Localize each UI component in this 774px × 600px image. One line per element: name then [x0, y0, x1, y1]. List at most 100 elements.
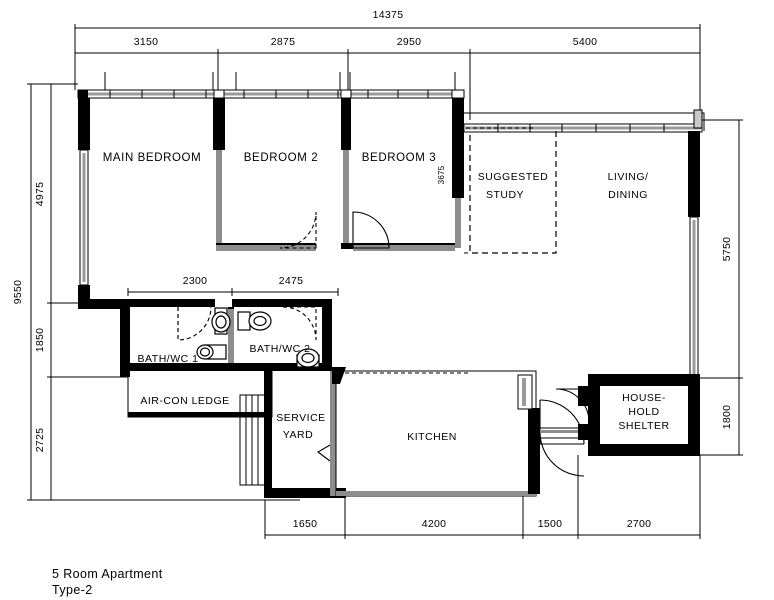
room-label-living-dining-1: LIVING/ — [608, 171, 649, 183]
entrance-door-main-swing — [539, 399, 585, 445]
bedroom2-wall-right-partition — [343, 150, 349, 245]
caption-line-1: 5 Room Apartment — [52, 567, 163, 581]
bedroom3-wall-bottom-edge — [353, 243, 455, 245]
bath2-basin-inner — [301, 352, 315, 364]
middle-dimension-group: 2300 2475 — [127, 275, 339, 296]
aircon-ledge-block — [127, 371, 273, 418]
room-label-service-yard-2: YARD — [283, 429, 313, 441]
bath2-basin-fixture — [296, 348, 320, 368]
room-label-service-yard-1: SERVICE — [276, 412, 325, 424]
service-yard-folding-door — [317, 444, 331, 462]
main-bedroom-wall-right-partition — [216, 150, 222, 245]
room-label-bedroom2: BEDROOM 2 — [244, 152, 318, 164]
bath1-door-swing — [177, 306, 212, 341]
bedroom2-wall-right-top — [341, 98, 351, 150]
entrance-door-lower-swing — [539, 431, 585, 477]
entrance-jamb-upper — [578, 386, 588, 406]
dim-left-seg-1: 1850 — [34, 328, 46, 353]
dim-top-seg-0: 3150 — [134, 36, 159, 48]
bedroom3-wall-right-partition — [455, 198, 461, 248]
dim-top-seg-2: 2950 — [397, 36, 422, 48]
entrance-threshold-fill — [540, 430, 586, 433]
bedroom3-door-swing — [352, 211, 390, 249]
living-ledge-outline — [464, 112, 705, 131]
room-label-suggested-study-2: STUDY — [486, 189, 524, 201]
living-dining-walls — [463, 109, 705, 379]
room-label-main-bedroom: MAIN BEDROOM — [103, 152, 202, 164]
entrance-doors-group — [539, 386, 590, 477]
ledge-bedroom2 — [235, 72, 341, 91]
dim-right-seg-1: 1800 — [721, 405, 733, 430]
bathroom-block — [78, 299, 332, 377]
left-dimension-group: 9550 4975 1850 2725 — [12, 83, 300, 501]
bath1-basin-bowl — [196, 344, 214, 360]
caption-line-2: Type-2 — [52, 583, 93, 597]
top-window-end-left — [78, 90, 88, 98]
top-wall-windows — [77, 89, 465, 99]
room-label-aircon-ledge: AIR-CON LEDGE — [140, 395, 229, 407]
kitchen-corner-hatch — [332, 367, 346, 384]
bath1-basin-inner — [199, 347, 211, 357]
room-label-household-shelter-2: HOLD — [628, 406, 659, 418]
bath2-wall-top — [232, 299, 330, 307]
service-yard-wall-right — [330, 371, 336, 496]
dim-bottom-seg-2: 1500 — [538, 518, 563, 530]
room-label-suggested-study-1: SUGGESTED — [478, 171, 548, 183]
room-label-household-shelter-1: HOUSE- — [622, 392, 666, 404]
bedroom3-wall-bottom — [353, 245, 455, 251]
bath2-cistern — [237, 311, 251, 331]
bath1-wc-fixture — [211, 307, 231, 335]
top-window-break-2 — [340, 89, 352, 99]
bath1-wall-top — [130, 299, 215, 307]
bedroom2-wall-bottom — [216, 245, 316, 251]
dim-bedroom3-depth: 3675 — [437, 165, 446, 184]
bedroom2-jamb-right — [341, 243, 353, 249]
main-bedroom-window-glass — [82, 153, 86, 282]
top-window-glass — [78, 92, 464, 96]
top-window-break-1 — [213, 89, 225, 99]
corridor-wall-top — [78, 299, 130, 309]
corridor-wall-left — [120, 299, 130, 377]
dim-left-seg-2: 2725 — [34, 428, 46, 453]
service-yard-louvre — [239, 394, 267, 486]
bath-wall-bottom — [130, 363, 332, 371]
bath2-door-swing — [282, 306, 317, 341]
kitchen-wall-bottom — [336, 491, 536, 496]
dim-right-leaders — [700, 119, 743, 456]
living-wall-right-thick — [688, 131, 700, 217]
ledge-main-bedroom — [104, 72, 214, 91]
bottom-dimension-group: 1650 4200 1500 2700 — [264, 455, 701, 539]
aircon-ledge-outline — [127, 371, 273, 418]
bedroom2-wall-bottom-edge — [216, 243, 316, 245]
bath-divider-edge — [228, 307, 234, 309]
main-bedroom-walls — [78, 98, 225, 307]
kitchen-block — [332, 367, 540, 497]
room-label-bath-wc1: BATH/WC 1 — [138, 353, 199, 365]
room-label-bath-wc2: BATH/WC 2 — [250, 343, 311, 355]
right-dimension-group: 5750 1800 — [700, 119, 743, 456]
household-shelter-inner — [600, 386, 688, 444]
kitchen-window-right-glass — [522, 378, 526, 406]
room-label-kitchen: KITCHEN — [407, 431, 457, 443]
bath2-toilet-bowl — [248, 311, 272, 331]
dim-top-seg-1: 2875 — [271, 36, 296, 48]
bath-divider-wall — [228, 307, 234, 363]
bedroom2-walls — [216, 98, 353, 251]
bath2-toilet-inner — [253, 315, 267, 327]
household-shelter-block — [588, 374, 700, 456]
bedroom3-walls — [352, 98, 464, 251]
bath2-door-leaf — [283, 306, 317, 340]
room-label-household-shelter-3: SHELTER — [618, 420, 669, 432]
dim-bottom-seg-3: 2700 — [627, 518, 652, 530]
bedroom2-door-swing — [279, 211, 317, 249]
bath1-basin-fixture — [196, 344, 227, 360]
top-window-mullions — [109, 90, 429, 98]
top-window-break-3 — [451, 89, 465, 99]
main-bedroom-wall-right-top — [213, 98, 225, 150]
dim-bottom-seg-1: 4200 — [422, 518, 447, 530]
dim-bottom-seg-0: 1650 — [293, 518, 318, 530]
dim-left-seg-0: 4975 — [34, 182, 46, 207]
kitchen-wall-right-thick — [528, 408, 540, 494]
